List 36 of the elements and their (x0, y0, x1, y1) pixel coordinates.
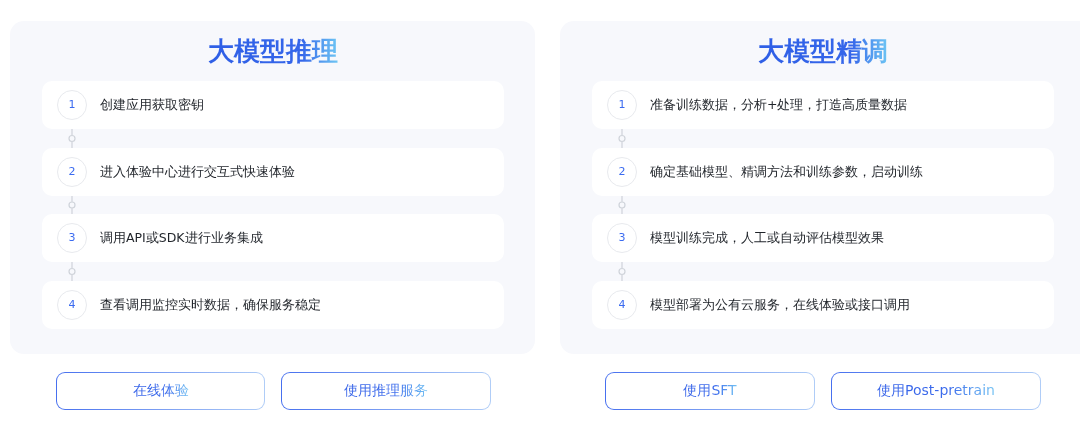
step-card (42, 214, 504, 262)
step-text: 确定基础模型、精调方法和训练参数，启动训练 (650, 163, 923, 181)
step-text: 准备训练数据，分析+处理，打造高质量数据 (650, 96, 908, 114)
connector (68, 195, 76, 215)
number-circle: 3 (607, 223, 637, 253)
connector (618, 128, 626, 149)
number-circle: 2 (607, 157, 637, 187)
connector (68, 128, 76, 149)
action-button: 使用SFT (605, 372, 815, 410)
number-circle: 4 (57, 290, 87, 320)
step-text: 调用API或SDK进行业务集成 (100, 229, 263, 247)
step-text: 查看调用监控实时数据，确保服务稳定 (100, 296, 321, 314)
action-button: 使用推理服务 (281, 372, 491, 410)
step-text: 模型训练完成，人工或自动评估模型效果 (650, 229, 884, 247)
action-button: 使用Post-pretrain (831, 372, 1041, 410)
step-text: 模型部署为公有云服务，在线体验或接口调用 (650, 296, 910, 314)
step-card (592, 214, 1054, 262)
step-card (42, 148, 504, 196)
step-card (42, 81, 504, 129)
step-card (42, 281, 504, 329)
step-text: 创建应用获取密钥 (100, 96, 204, 114)
panel (560, 21, 1080, 354)
connector (68, 261, 76, 282)
number-circle: 1 (607, 90, 637, 120)
step-card (592, 148, 1054, 196)
number-circle: 3 (57, 223, 87, 253)
step-card (592, 81, 1054, 129)
connector (618, 261, 626, 282)
number-circle: 4 (607, 290, 637, 320)
step-text: 进入体验中心进行交互式快速体验 (100, 163, 295, 181)
panel (10, 21, 535, 354)
number-circle: 2 (57, 157, 87, 187)
action-button: 在线体验 (56, 372, 265, 410)
number-circle: 1 (57, 90, 87, 120)
step-card (592, 281, 1054, 329)
connector (618, 195, 626, 215)
